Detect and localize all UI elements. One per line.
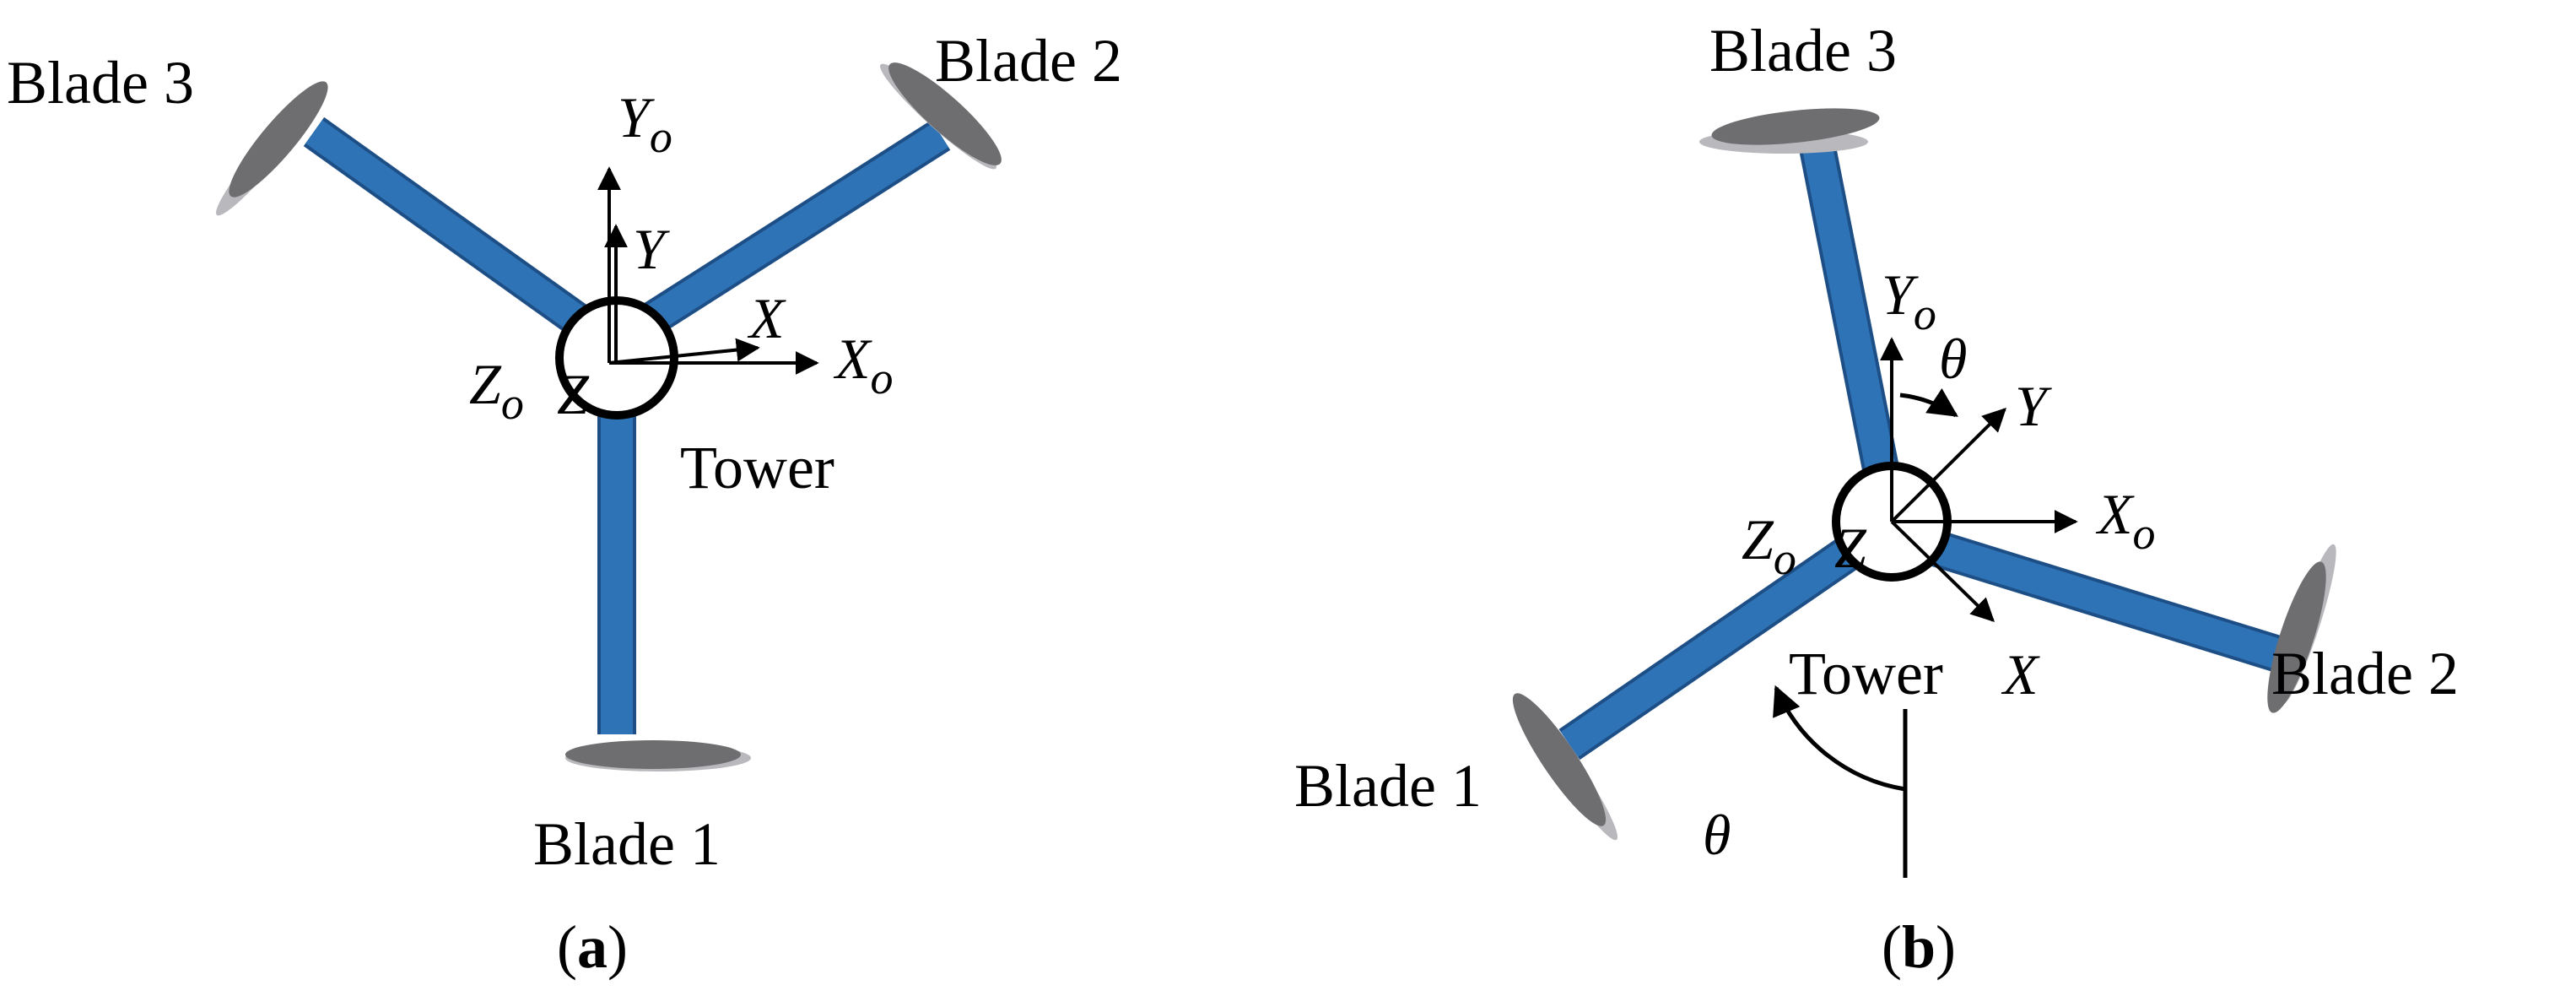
b-yo-label: Yo <box>1882 263 1936 339</box>
blade3-airfoil <box>229 81 328 198</box>
b-blade3-label: Blade 3 <box>1709 17 1897 84</box>
b-blade2-airfoil <box>2267 561 2326 713</box>
b-blade3-arm-fill <box>1801 136 1897 476</box>
b-z-label: Z <box>1834 516 1867 580</box>
blade2-airfoil <box>888 62 1002 165</box>
blade2-arm-fill <box>637 122 949 336</box>
b-blade1-airfoil <box>1512 693 1607 826</box>
b-theta-arc-top <box>1899 388 1958 418</box>
b-zo-label: Zo <box>1742 507 1796 584</box>
z-label: Z <box>557 362 590 426</box>
b-blade2-label: Blade 2 <box>2271 640 2459 707</box>
xo-label: Xo <box>833 327 894 403</box>
b-theta-top-label: θ <box>1939 327 1967 391</box>
panel-b: Blade 3 Blade 2 Blade 1 Tower X Yo θ Y X… <box>1294 17 2459 981</box>
b-theta-bottom-label: θ <box>1703 803 1731 867</box>
tower-label: Tower <box>680 434 834 501</box>
b-xo-label: Xo <box>2095 482 2156 559</box>
blade1-label: Blade 1 <box>533 810 721 878</box>
blade1-airfoil <box>565 740 741 769</box>
y-label: Y <box>633 217 670 281</box>
caption-b: (b) <box>1882 913 1956 981</box>
x-label: X <box>747 286 786 350</box>
b-axis-x-arrow <box>1890 520 1995 622</box>
b-blade1-label: Blade 1 <box>1294 752 1482 820</box>
b-blade2-arm-fill <box>1919 529 2283 669</box>
blade2-label: Blade 2 <box>935 27 1122 95</box>
b-y-label: Y <box>2015 374 2052 438</box>
b-axis-y-arrow <box>1890 408 2006 523</box>
b-blade3-airfoil <box>1711 108 1880 145</box>
yo-label: Yo <box>618 85 672 162</box>
b-tower-label: Tower <box>1789 640 1943 707</box>
b-blade1-arm-fill <box>1560 538 1861 757</box>
axis-x-arrow <box>608 338 760 365</box>
caption-a: (a) <box>557 913 628 981</box>
blade3-label: Blade 3 <box>7 49 194 116</box>
b-tower-x-label: X <box>2001 642 2040 706</box>
zo-label: Zo <box>469 352 524 429</box>
b-theta-arc-bottom <box>1773 685 1906 792</box>
panel-a: Blade 3 Blade 2 Blade 1 Tower Yo Y X Xo … <box>7 27 1122 981</box>
blade3-arm-fill <box>305 120 591 335</box>
